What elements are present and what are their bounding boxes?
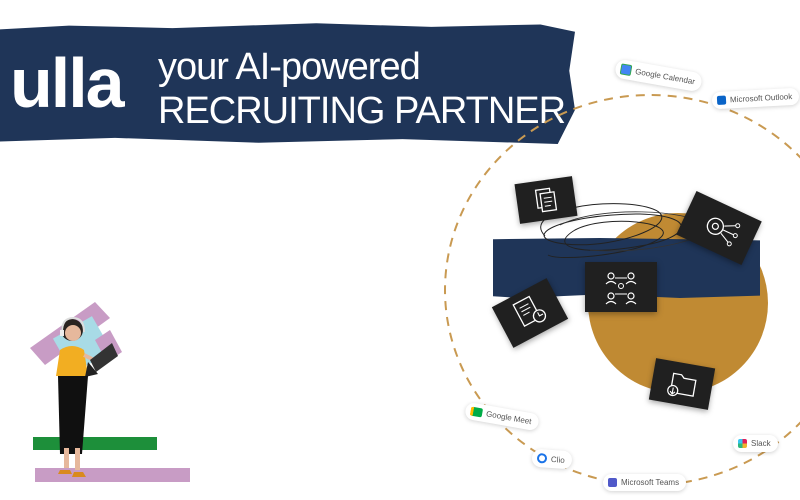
documents-icon <box>534 187 558 213</box>
team-network-icon <box>605 272 637 305</box>
team-network-tile <box>585 262 657 312</box>
brand-logo: ulla <box>10 44 125 122</box>
integration-slack[interactable]: Slack <box>733 435 778 452</box>
integration-microsoft-teams[interactable]: Microsoft Teams <box>603 474 687 491</box>
hero-banner <box>0 23 575 144</box>
folder-download-tile <box>648 358 716 410</box>
integration-label: Microsoft Teams <box>621 478 680 487</box>
folder-download-icon <box>667 372 697 397</box>
document-chart-tile <box>491 278 569 348</box>
slack-icon <box>738 439 747 448</box>
integration-label: Slack <box>751 439 771 448</box>
ai-chip-tile <box>676 191 762 265</box>
documents-tile <box>514 176 578 224</box>
microsoft-teams-icon <box>608 478 617 487</box>
ai-chip-icon <box>706 217 741 247</box>
tagline-line-1: your AI-powered <box>158 46 421 88</box>
document-chart-icon <box>512 295 547 327</box>
tagline-line-2: RECRUITING PARTNER <box>158 90 566 132</box>
